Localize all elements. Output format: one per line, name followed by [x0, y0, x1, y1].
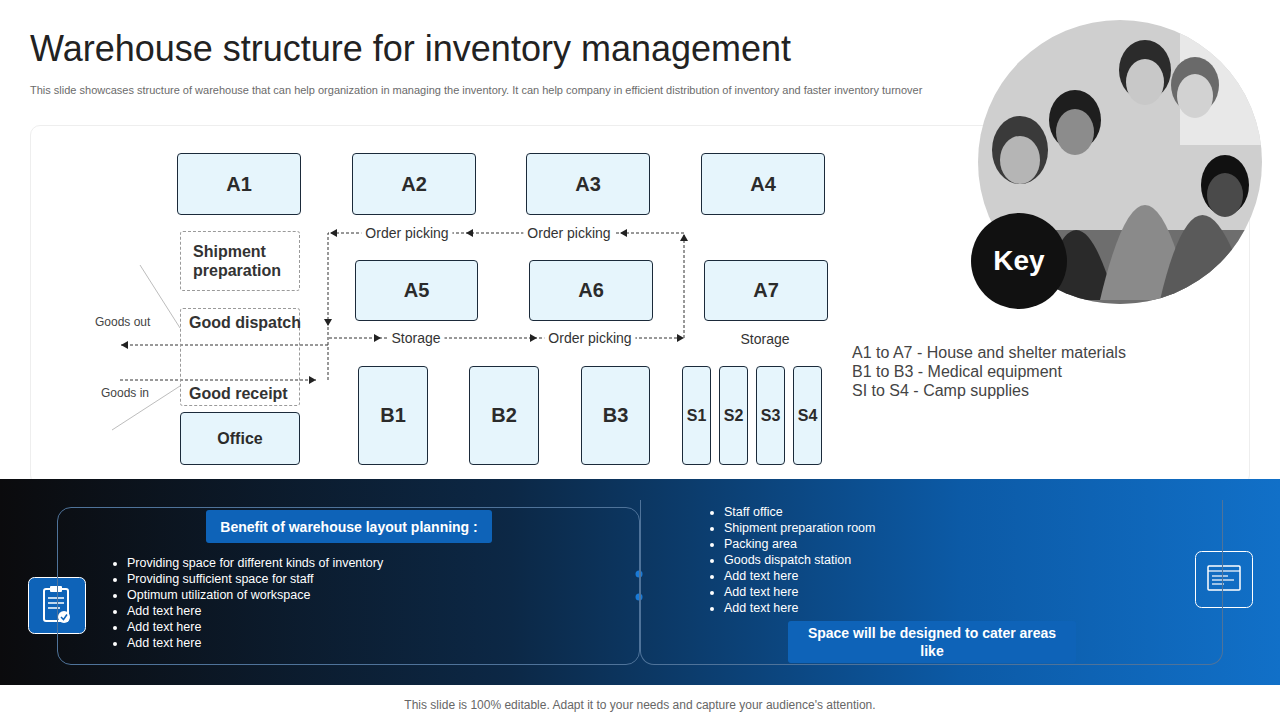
bullet-item: Add text here	[724, 600, 875, 616]
bullet-list: Providing space for different kinds of i…	[109, 555, 383, 651]
bullet-item: Staff office	[724, 504, 875, 520]
box-label: B1	[380, 404, 406, 427]
storage-box: A2	[352, 153, 476, 215]
storage-box: A7	[704, 260, 828, 321]
box-label: A4	[750, 173, 776, 196]
storage-box: S3	[756, 366, 785, 465]
bullet-item: Add text here	[127, 603, 383, 619]
storage-box: A3	[526, 153, 650, 215]
box-label: Office	[217, 430, 262, 448]
heading-badge: Space will be designed to cater areas li…	[788, 621, 1076, 663]
zone-label: Good dispatch	[189, 314, 301, 332]
bullet-item: Goods dispatch station	[724, 552, 875, 568]
box-label: A1	[226, 173, 252, 196]
benefit-panel: Providing space for different kinds of i…	[57, 507, 640, 665]
flow-label: Goods out	[95, 315, 150, 329]
bullet-item: Shipment preparation room	[724, 520, 875, 536]
key-entry: SI to S4 - Camp supplies	[852, 382, 1029, 400]
bullet-item: Add text here	[724, 584, 875, 600]
aisle-label: Storage	[740, 331, 789, 347]
badge-label: Benefit of warehouse layout planning :	[220, 518, 477, 536]
key-label: Key	[993, 245, 1044, 277]
arrowheads	[121, 229, 688, 384]
storage-box: B1	[358, 366, 428, 465]
storage-box: S1	[682, 366, 711, 465]
storage-box: B2	[469, 366, 539, 465]
box-label: A2	[401, 173, 427, 196]
storage-box: A5	[355, 260, 478, 321]
heading-badge: Benefit of warehouse layout planning :	[206, 510, 492, 543]
bullet-item: Add text here	[127, 619, 383, 635]
aisle-label: Storage	[387, 330, 444, 346]
dashed-zone: Shipment preparation	[180, 231, 300, 291]
slide-caption: This slide showcases structure of wareho…	[30, 84, 930, 97]
box-label: S4	[798, 407, 818, 425]
key-entry: B1 to B3 - Medical equipment	[852, 363, 1062, 381]
dashed-zone: Good dispatchGood receipt	[180, 308, 300, 406]
bullet-item: Optimum utilization of workspace	[127, 587, 383, 603]
storage-box: Office	[180, 412, 300, 465]
box-label: A6	[578, 279, 604, 302]
aisle-label: Order picking	[523, 225, 614, 241]
storage-box: S2	[719, 366, 748, 465]
bullet-item: Add text here	[724, 568, 875, 584]
zone-label: Shipment preparation	[193, 242, 287, 280]
aisle-label: Order picking	[544, 330, 635, 346]
box-label: S3	[761, 407, 781, 425]
zone-label: Good receipt	[189, 385, 288, 403]
bullet-item: Add text here	[127, 635, 383, 651]
bullet-item: Providing space for different kinds of i…	[127, 555, 383, 571]
box-label: S1	[687, 407, 707, 425]
flow-label: Goods in	[101, 386, 149, 400]
bullet-list: Staff officeShipment preparation roomPac…	[706, 504, 875, 616]
box-label: A5	[404, 279, 430, 302]
key-circle: Key	[971, 213, 1067, 309]
badge-label: Space will be designed to cater areas li…	[796, 624, 1068, 660]
storage-box: A1	[177, 153, 301, 215]
storage-box: A6	[529, 260, 653, 321]
box-label: B2	[491, 404, 517, 427]
bullet-item: Packing area	[724, 536, 875, 552]
footer-note: This slide is 100% editable. Adapt it to…	[404, 698, 875, 712]
box-label: B3	[603, 404, 629, 427]
aisle-label: Order picking	[361, 225, 452, 241]
bullet-item: Providing sufficient space for staff	[127, 571, 383, 587]
slide-title: Warehouse structure for inventory manage…	[30, 28, 791, 70]
box-label: A7	[753, 279, 779, 302]
storage-box: S4	[793, 366, 822, 465]
box-label: S2	[724, 407, 744, 425]
storage-box: B3	[581, 366, 650, 465]
key-entry: A1 to A7 - House and shelter materials	[852, 344, 1126, 362]
areas-panel: Staff officeShipment preparation roomPac…	[640, 500, 1223, 665]
box-label: A3	[575, 173, 601, 196]
dashed-flow	[120, 233, 684, 380]
storage-box: A4	[701, 153, 825, 215]
